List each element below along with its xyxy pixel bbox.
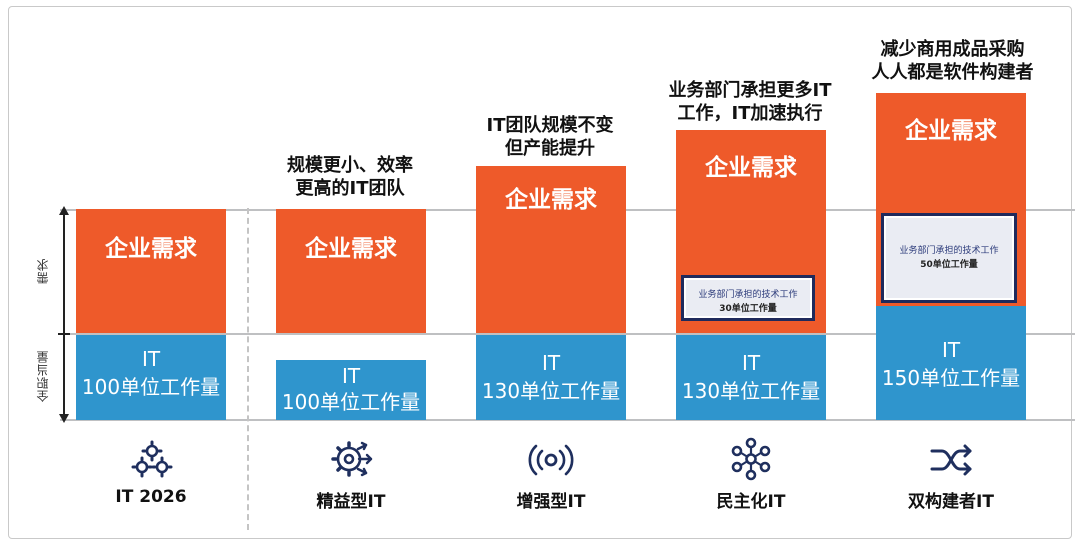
- gear-arrows-icon: [331, 441, 373, 477]
- column-caption-lean: 规模更小、效率 更高的IT团队: [255, 154, 445, 200]
- it-bar-it2026: IT 100单位工作量: [76, 335, 226, 420]
- workload-level-line: [60, 333, 1075, 335]
- y-axis-divider: [58, 333, 70, 335]
- it-bar-line1: IT: [941, 338, 961, 362]
- caption-line: 业务部门承担更多IT: [668, 80, 832, 101]
- caption-line: 规模更小、效率: [287, 155, 413, 176]
- gears-icon: [131, 440, 173, 478]
- label-dual-builder-it: 双构建者IT: [908, 492, 994, 512]
- column-caption-democratized: 业务部门承担更多IT 工作，IT加速执行: [655, 79, 845, 125]
- label-it2026: IT 2026: [115, 487, 187, 507]
- caption-line: 但产能提升: [505, 138, 595, 159]
- y-axis: [63, 212, 65, 420]
- it-bar-augmented: IT 130单位工作量: [476, 335, 626, 420]
- demand-bar-label: 企业需求: [705, 155, 797, 181]
- column-caption-augmented: IT团队规模不变 但产能提升: [455, 114, 645, 160]
- caption-line: 工作，IT加速执行: [677, 103, 823, 124]
- demand-bar-augmented: 企业需求: [476, 166, 626, 333]
- caption-line: 更高的IT团队: [295, 178, 405, 199]
- it-bar-line2: 130单位工作量: [481, 379, 621, 403]
- label-democratized-it: 民主化IT: [716, 492, 786, 512]
- y-label-demand: 需求: [36, 258, 50, 284]
- demand-bar-label: 企业需求: [105, 236, 197, 262]
- label-lean-it: 精益型IT: [316, 492, 386, 512]
- business-work-box: 业务部门承担的技术工作 50单位工作量: [881, 213, 1017, 303]
- y-axis-arrow-bottom: [59, 414, 69, 423]
- caption-line: 人人都是软件构建者: [871, 62, 1034, 83]
- business-work-line1: 业务部门承担的技术工作: [899, 246, 999, 256]
- broadcast-icon: [528, 444, 574, 476]
- it-bar-line2: 100单位工作量: [81, 375, 221, 399]
- column-caption-dual-builder: 减少商用成品采购 人人都是软件构建者: [855, 38, 1050, 84]
- it-bar-lean: IT 100单位工作量: [276, 360, 426, 420]
- business-work-box: 业务部门承担的技术工作 30单位工作量: [681, 275, 815, 321]
- caption-line: 减少商用成品采购: [880, 39, 1025, 60]
- baseline-line: [60, 419, 1075, 421]
- business-work-line1: 业务部门承担的技术工作: [698, 290, 798, 300]
- it-bar-line1: IT: [341, 364, 361, 388]
- y-label-workload: 全职当量: [36, 350, 50, 402]
- y-axis-arrow-top: [59, 206, 69, 215]
- it-bar-line2: 100单位工作量: [281, 390, 421, 414]
- business-work-line2: 50单位工作量: [920, 260, 978, 270]
- label-augmented-it: 增强型IT: [516, 492, 586, 512]
- separator-dashed-line: [247, 208, 249, 530]
- network-icon: [731, 437, 771, 481]
- business-work-line2: 30单位工作量: [719, 304, 777, 314]
- demand-bar-label: 企业需求: [305, 236, 397, 262]
- demand-bar-it2026: 企业需求: [76, 209, 226, 333]
- it-bar-democratized: IT 130单位工作量: [676, 335, 826, 420]
- it-bar-line2: 150单位工作量: [881, 366, 1021, 390]
- shuffle-icon: [930, 444, 972, 476]
- it-bar-dual-builder: IT 150单位工作量: [876, 306, 1026, 420]
- it-bar-line1: IT: [141, 347, 161, 371]
- demand-bar-label: 企业需求: [905, 118, 997, 144]
- demand-bar-label: 企业需求: [505, 187, 597, 213]
- it-bar-line1: IT: [741, 351, 761, 375]
- it-bar-line2: 130单位工作量: [681, 379, 821, 403]
- demand-bar-lean: 企业需求: [276, 209, 426, 333]
- it-bar-line1: IT: [541, 351, 561, 375]
- caption-line: IT团队规模不变: [486, 115, 614, 136]
